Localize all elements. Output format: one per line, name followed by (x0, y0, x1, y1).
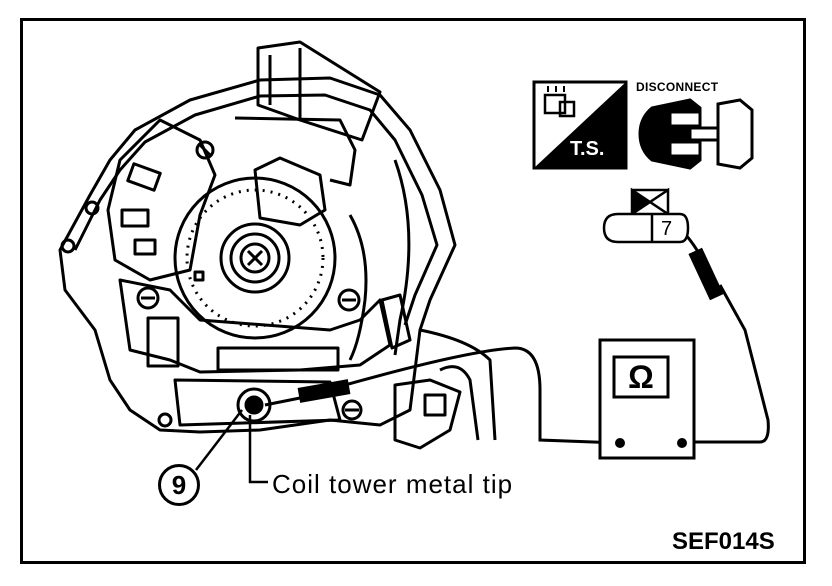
ts-icon (532, 80, 628, 170)
connector-disconnect-icon (638, 98, 754, 170)
ohmmeter-icon (598, 338, 696, 460)
test-lead-left (264, 346, 621, 445)
figure-code: SEF014S (672, 528, 775, 555)
connector-pin-number: 7 (661, 218, 673, 240)
distributor-drawing (58, 40, 497, 450)
disconnect-label: DISCONNECT (636, 80, 719, 94)
ts-label: T.S. (570, 138, 605, 160)
connector-pin-graphic (602, 187, 690, 244)
callout-label: Coil tower metal tip (272, 469, 514, 499)
callout-number: 9 (158, 464, 200, 506)
ohm-symbol: Ω (628, 359, 654, 395)
callout-leader (195, 409, 268, 484)
